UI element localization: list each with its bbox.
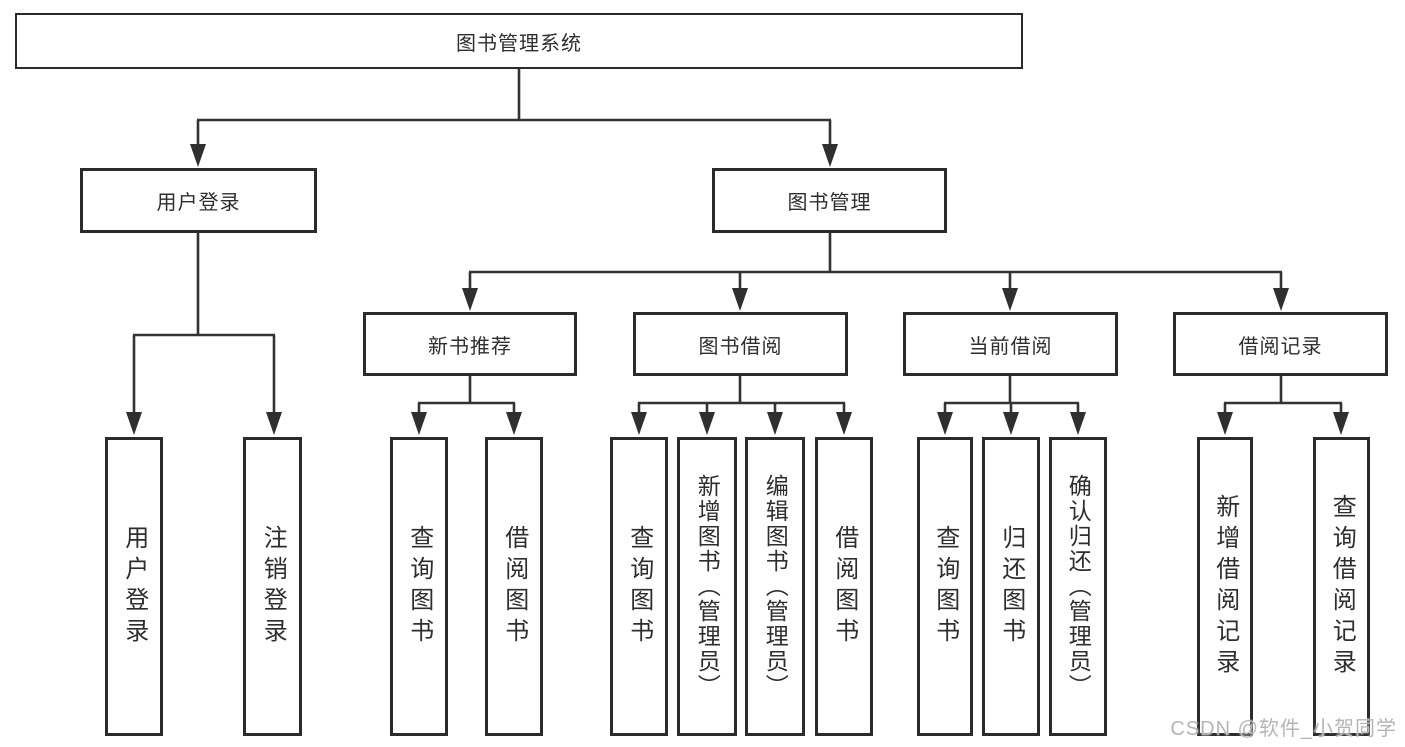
leaf-query-books-borrowing: 查询图书 — [610, 437, 668, 736]
node-label: 查询图书 — [405, 524, 433, 649]
node-borrowing-records: 借阅记录 — [1173, 312, 1388, 376]
node-label: 编辑图书（管理员） — [762, 474, 789, 699]
node-new-book-recommend: 新书推荐 — [363, 312, 577, 376]
leaf-logout: 注销登录 — [243, 437, 302, 736]
node-label: 当前借阅 — [968, 335, 1053, 358]
leaf-query-borrow-record: 查询借阅记录 — [1313, 437, 1370, 736]
leaf-return-books: 归还图书 — [982, 437, 1040, 736]
node-label: 借阅图书 — [830, 524, 858, 649]
node-user-login: 用户登录 — [80, 168, 317, 233]
leaf-add-borrow-record: 新增借阅记录 — [1197, 437, 1253, 736]
leaf-borrow-books: 借阅图书 — [815, 437, 873, 736]
node-label: 图书管理 — [787, 192, 872, 214]
node-book-management-system: 图书管理系统 — [15, 13, 1023, 69]
node-label: 用户登录 — [120, 524, 148, 649]
leaf-query-books-current: 查询图书 — [917, 437, 973, 736]
node-label: 归还图书 — [997, 524, 1025, 649]
node-label: 查询借阅记录 — [1328, 493, 1356, 680]
node-label: 借阅记录 — [1238, 335, 1323, 358]
node-book-borrowing: 图书借阅 — [633, 312, 848, 376]
csdn-watermark: CSDN @软件_小贺同学 — [1170, 718, 1397, 740]
leaf-confirm-return-admin: 确认归还（管理员） — [1049, 437, 1107, 736]
leaf-edit-books-admin: 编辑图书（管理员） — [745, 437, 805, 736]
leaf-borrow-books-recommend: 借阅图书 — [485, 437, 543, 736]
node-label: 查询图书 — [625, 524, 653, 649]
node-label: 查询图书 — [931, 524, 959, 649]
node-label: 借阅图书 — [500, 524, 528, 649]
node-label: 新增借阅记录 — [1211, 493, 1239, 680]
leaf-add-books-admin: 新增图书（管理员） — [677, 437, 737, 736]
node-current-borrowing: 当前借阅 — [903, 312, 1118, 376]
leaf-query-books-recommend: 查询图书 — [390, 437, 448, 736]
leaf-user-login: 用户登录 — [105, 437, 163, 736]
node-label: 新书推荐 — [428, 335, 512, 358]
node-label: 确认归还（管理员） — [1065, 474, 1092, 699]
node-label: 图书管理系统 — [456, 32, 582, 55]
node-book-management: 图书管理 — [712, 168, 947, 233]
node-label: 图书借阅 — [698, 335, 783, 358]
node-label: 用户登录 — [156, 192, 241, 214]
node-label: 注销登录 — [259, 524, 287, 649]
node-label: 新增图书（管理员） — [694, 474, 721, 699]
